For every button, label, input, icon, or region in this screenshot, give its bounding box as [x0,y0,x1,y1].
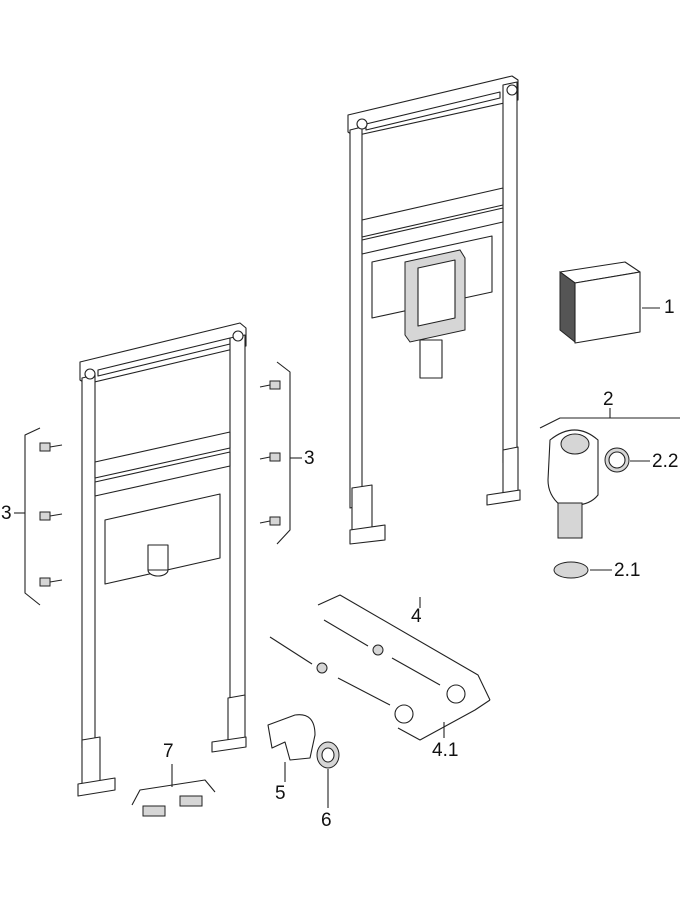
clips [131,764,216,817]
screws-right [259,361,302,545]
label-part-2-2: 2.2 [652,451,679,472]
label-part-6: 6 [321,810,332,831]
elbow-and-fitting [267,714,340,808]
label-part-5: 5 [275,783,286,804]
label-part-2-1: 2.1 [614,560,641,581]
label-part-1: 1 [664,297,675,318]
label-part-4-1: 4.1 [432,740,459,761]
rods-set [269,594,491,741]
label-part-3-left: 3 [1,503,12,524]
screws-left [14,427,63,606]
frame-right [347,75,521,545]
label-part-4: 4 [411,606,422,627]
label-part-2: 2 [603,389,614,410]
label-part-7: 7 [163,741,174,762]
label-part-3-right: 3 [304,448,315,469]
siphon [539,408,680,579]
function-box [559,261,660,344]
frame-left [77,322,247,797]
